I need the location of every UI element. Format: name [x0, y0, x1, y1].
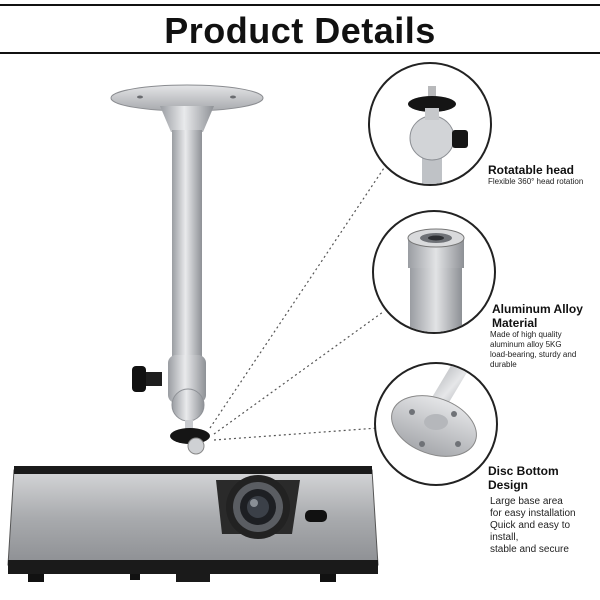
connector-lines — [209, 167, 385, 441]
projector — [7, 466, 379, 582]
camera-mount-head-closeup-icon — [408, 86, 468, 184]
feature-title-disc-bottom: Disc Bottom Design — [488, 464, 559, 492]
feature-circle-disc-bottom — [374, 362, 498, 486]
feature-circle-rotatable-head — [368, 62, 492, 186]
feature-desc-aluminum-alloy: Made of high quality aluminum alloy 5KG … — [490, 330, 577, 369]
mount-pole — [172, 130, 202, 360]
feature-desc-rotatable-head: Flexible 360° head rotation — [488, 177, 584, 186]
header-bottom-rule — [0, 52, 600, 54]
swivel-head — [132, 355, 210, 455]
header: Product Details — [0, 0, 600, 56]
ceiling-disc — [110, 84, 264, 132]
page-title: Product Details — [164, 10, 436, 51]
disc-base-closeup-icon — [391, 364, 477, 457]
feature-title-aluminum-alloy: Aluminum Alloy Material — [492, 302, 583, 330]
header-top-rule — [0, 4, 600, 6]
feature-desc-disc-bottom: Large base area for easy installation Qu… — [490, 496, 576, 555]
feature-circle-aluminum-alloy — [372, 210, 496, 334]
aluminum-tube-closeup-icon — [407, 228, 465, 332]
feature-title-rotatable-head: Rotatable head — [488, 163, 575, 177]
